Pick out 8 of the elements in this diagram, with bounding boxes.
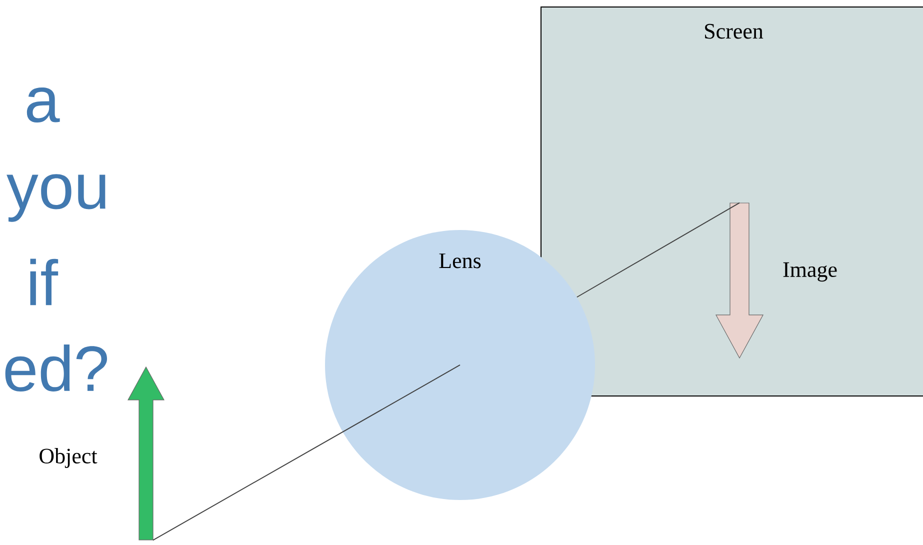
question-text: you	[6, 174, 106, 222]
question-text: ed?	[5, 344, 107, 392]
question-text: a	[26, 87, 60, 123]
question-text: if	[30, 258, 58, 306]
arrow-label: Image	[783, 262, 837, 282]
arrow-label: Object	[40, 448, 98, 468]
light-ray	[576, 202, 740, 298]
light-ray	[152, 364, 460, 541]
